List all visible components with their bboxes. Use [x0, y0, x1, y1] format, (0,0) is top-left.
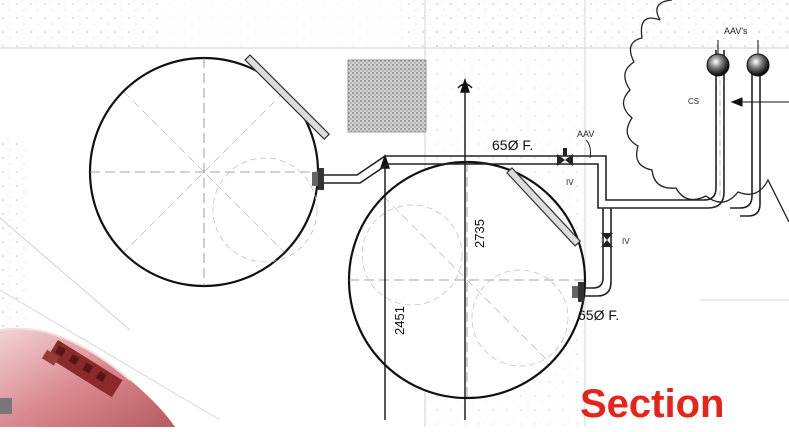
manhole-lid-left [244, 54, 331, 140]
label-iv-lower: IV [622, 237, 630, 246]
tank-photo [0, 327, 175, 427]
pipe-run [318, 50, 761, 297]
cloud-outline [622, 0, 789, 223]
hatch-block [347, 59, 427, 133]
label-dim-tall: 2735 [472, 219, 487, 248]
label-flange-lower: 65Ø F. [578, 307, 619, 323]
valve-icon [557, 148, 573, 166]
dimension-lines [380, 77, 473, 420]
flange-upper [312, 168, 324, 190]
valve-lower-icon [601, 233, 613, 247]
vent-balls [706, 40, 770, 77]
aav-leader [585, 139, 591, 159]
tank-right [347, 160, 587, 400]
label-aav: AAV [577, 129, 594, 139]
flange-lower [572, 282, 584, 302]
label-flange-upper: 65Ø F. [492, 137, 533, 153]
label-aavs: AAV's [724, 26, 748, 36]
tank-left [88, 56, 320, 288]
label-dim-short: 2451 [392, 306, 407, 335]
label-cs: CS [688, 97, 699, 106]
manhole-lid-right [506, 167, 582, 247]
cs-arrow [730, 97, 789, 107]
section-title: Section [580, 382, 725, 426]
label-iv-upper: IV [566, 178, 574, 187]
